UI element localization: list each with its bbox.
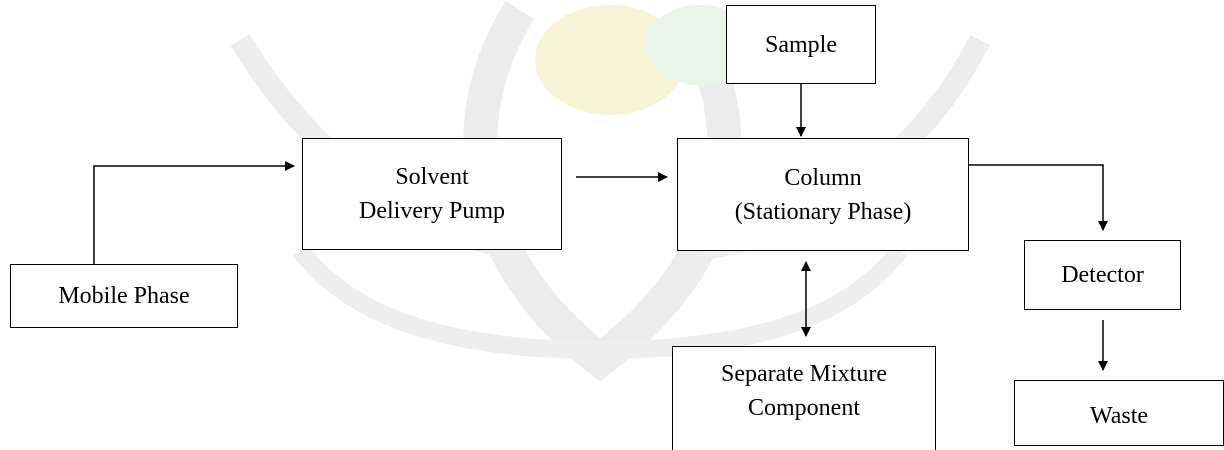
column-label-line1: Column	[784, 164, 862, 191]
detector-label: Detector	[1061, 262, 1144, 288]
waste-box: Waste	[1014, 380, 1224, 446]
mobile-phase-box: Mobile Phase	[10, 264, 238, 328]
separate-mixture-component-box: Separate Mixture Component	[672, 346, 936, 450]
detector-box: Detector	[1024, 240, 1181, 310]
pump-label-line2: Delivery Pump	[359, 198, 505, 224]
separate-label-line2: Component	[748, 395, 860, 421]
column-box: Column (Stationary Phase)	[677, 138, 969, 251]
mobile-phase-label: Mobile Phase	[58, 283, 190, 309]
waste-label: Waste	[1089, 403, 1149, 429]
column-label-line2: (Stationary Phase)	[734, 198, 912, 225]
arrow-column-to-detector	[969, 164, 1108, 231]
pump-label-line1: Solvent	[395, 164, 469, 190]
separate-label-line1: Separate Mixture	[721, 361, 887, 387]
sample-box: Sample	[726, 5, 876, 84]
solvent-delivery-pump-box: Solvent Delivery Pump	[302, 138, 562, 250]
sample-label: Sample	[765, 31, 837, 58]
arrow-mobile-to-pump	[93, 161, 295, 264]
